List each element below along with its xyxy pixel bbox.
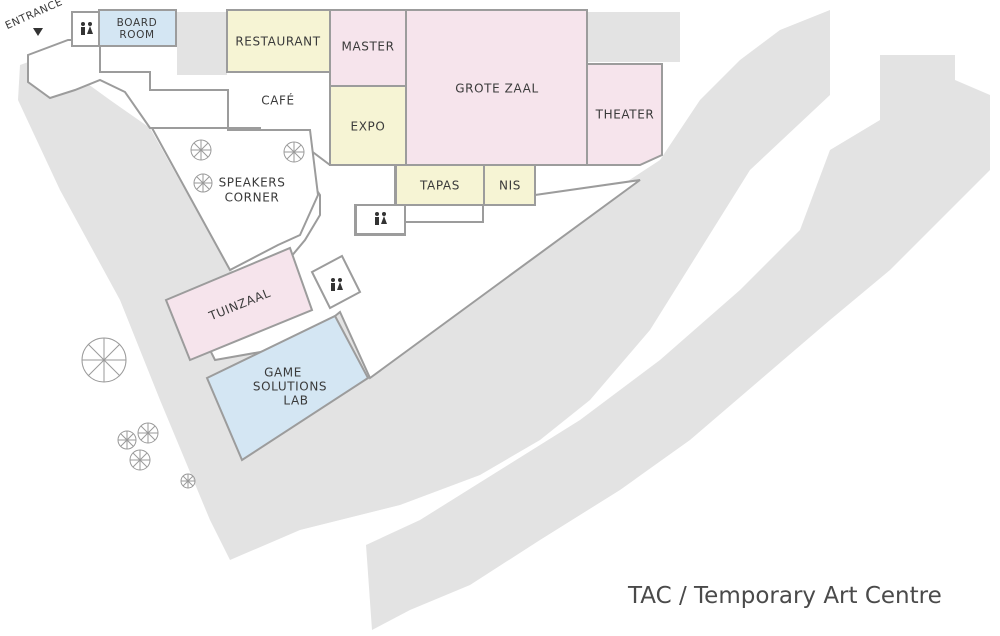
speakers-corner-area — [150, 127, 320, 272]
restroom-icon — [81, 22, 93, 35]
expo-room — [329, 85, 407, 166]
restroom-entrance — [71, 11, 100, 47]
room-labels: BOARD ROOM RESTAURANT MASTER GROTE ZAAL … — [117, 17, 655, 408]
tree-icon — [81, 337, 127, 383]
room-label-game-solutions-lab-line1: GAME — [264, 366, 302, 380]
room-label-nis: NIS — [499, 179, 521, 193]
room-label-theater: THEATER — [595, 108, 655, 122]
room-label-board-room-line1: BOARD — [117, 17, 158, 29]
restroom-tuinzaal — [310, 254, 362, 310]
map-title: TAC / Temporary Art Centre — [627, 583, 942, 609]
room-label-game-solutions-lab-line2: SOLUTIONS — [253, 380, 327, 394]
tuinzaal-room — [164, 246, 314, 362]
room-label-tapas: TAPAS — [419, 179, 460, 193]
rooms — [71, 9, 663, 462]
tapas-room — [395, 164, 485, 206]
tree-icon — [137, 422, 159, 444]
entrance-marker: ENTRANCE — [3, 0, 65, 36]
restroom-icon — [375, 212, 387, 225]
trees — [81, 139, 305, 489]
restroom-icons — [81, 22, 387, 291]
restroom-center — [355, 204, 406, 235]
entrance-arrow-icon — [33, 28, 43, 36]
nis-room — [483, 164, 536, 206]
room-label-game-solutions-lab-line3: LAB — [283, 394, 308, 408]
entrance-label: ENTRANCE — [3, 0, 64, 32]
room-label-expo: EXPO — [351, 120, 386, 134]
grey-building-east — [366, 55, 990, 630]
room-label-speakers-corner-line1: SPEAKERS — [219, 176, 286, 190]
room-label-cafe: CAFÉ — [261, 93, 294, 108]
tree-icon — [117, 430, 137, 450]
room-label-grote-zaal: GROTE ZAAL — [455, 82, 538, 96]
room-label-restaurant: RESTAURANT — [235, 35, 320, 49]
game-solutions-lab-room — [205, 314, 370, 462]
restroom-icon — [331, 278, 343, 291]
tree-icon — [190, 139, 212, 161]
room-label-speakers-corner-line2: CORNER — [225, 191, 280, 205]
tree-icon — [193, 173, 213, 193]
grey-block-northeast — [588, 12, 680, 62]
room-label-master: MASTER — [341, 40, 394, 54]
tree-icon — [180, 473, 196, 489]
grey-building-main — [18, 10, 830, 560]
room-label-board-room-line2: ROOM — [119, 29, 154, 41]
grey-block-north — [177, 12, 227, 75]
tree-icon — [129, 449, 151, 471]
theater-room — [586, 63, 663, 166]
tree-icon — [283, 141, 305, 163]
